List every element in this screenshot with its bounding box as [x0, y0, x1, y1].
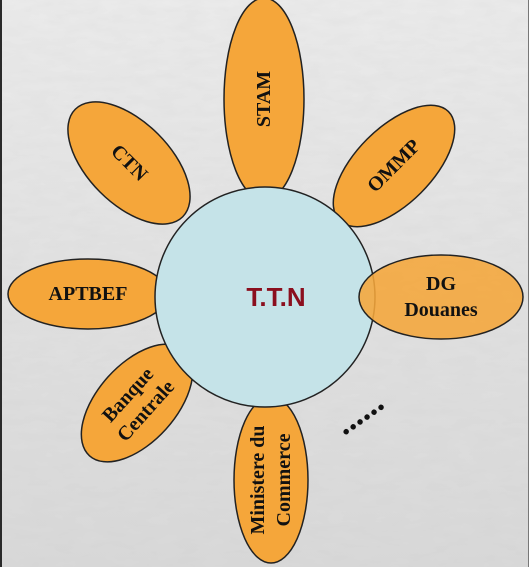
petal-stam-label: STAM: [253, 71, 275, 127]
petal-ministere-commerce-shape: [233, 396, 309, 564]
petal-ctn: CTN: [67, 101, 191, 225]
petal-dg-douanes-shape: [358, 254, 524, 340]
petal-ministere-commerce-label-line: Ministere du: [247, 425, 269, 534]
petal-aptbef-label: APTBEF: [49, 283, 128, 305]
petal-dg-douanes-label: DG Douanes: [404, 273, 478, 321]
petal-dg-douanes: DG Douanes: [358, 254, 524, 340]
petal-dg-douanes-label-line: DG: [426, 273, 456, 295]
petal-dg-douanes-label-line: Douanes: [404, 299, 478, 321]
petal-aptbef: APTBEF: [7, 258, 169, 330]
petal-stam-label-line: STAM: [253, 71, 275, 127]
petal-stam: STAM: [223, 0, 305, 201]
petal-ommp: OMMP: [332, 104, 456, 228]
petals-front-layer: DG Douanes: [358, 254, 524, 340]
petal-ministere-commerce-label-line: Commerce: [273, 433, 295, 526]
ttn-center-label: T.T.N: [246, 282, 305, 312]
petal-aptbef-label-line: APTBEF: [49, 283, 128, 305]
petal-ctn-shape: [67, 101, 191, 225]
